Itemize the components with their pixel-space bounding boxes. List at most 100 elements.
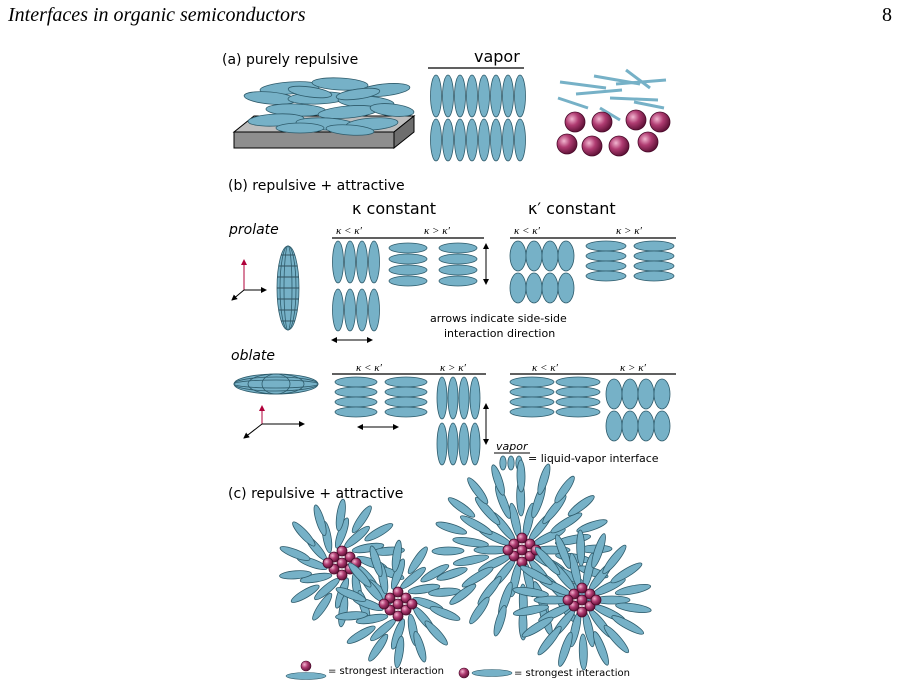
arrows-note-line2: interaction direction [444,327,555,340]
cluster-ellipse [431,546,465,556]
oblate-kc-less-ellipse [334,376,378,388]
cluster-ellipse [512,604,550,616]
cluster-ellipse [436,567,468,581]
cluster-sphere [576,606,588,618]
cluster-ellipse [491,464,505,496]
disordered-ellipse [311,77,369,91]
panel-a-disordered-ellipses [243,77,415,136]
cluster-ellipse [593,631,609,666]
cluster-sphere [576,582,588,594]
oblate-kc-greater-ellipse [447,422,459,466]
oblate-kpc-greater-ellipse [621,410,639,442]
smectic-ellipse [502,118,514,162]
prolate-kc-greater-ellipse [388,275,428,287]
prolate-kc-greater-ellipse [438,264,478,276]
cluster-ellipse [429,606,461,621]
disordered-ellipse [287,85,333,99]
smectic-ellipse [442,118,454,162]
cluster-ellipse [279,570,312,580]
prolate-kpc-greater-ellipse [633,270,675,282]
cluster-ellipse [449,583,477,605]
rod [575,88,623,96]
oblate-kpc-greater: κ > κ′ [620,362,646,374]
smectic-ellipse [514,74,526,118]
cluster-ellipse [364,523,394,542]
prolate-kpc-greater: κ > κ′ [616,225,642,237]
prolate-kc-less-ellipse [332,288,344,332]
cluster-ellipse [279,546,311,561]
panel-a-sphere [581,135,603,157]
oblate-kc-greater-ellipse [458,376,470,420]
cluster-ellipse [512,587,549,598]
smectic-ellipse [490,74,502,118]
oblate-meridian [247,373,305,395]
prolate-kc-less-ellipse [368,240,380,284]
prolate-kc-less-ellipse [344,240,356,284]
cluster-ellipse [346,625,376,644]
cluster-ellipse [420,564,450,583]
prolate-kpc-greater-ellipse [585,240,627,252]
running-title: Interfaces in organic semiconductors [8,4,306,26]
panel-b-ellipse-arrangements [332,240,675,466]
prolate-kpc-less-ellipse [525,272,543,304]
cluster-ellipse [407,583,441,595]
cluster-ellipse [567,495,595,517]
oblate-kpc-less-ellipse [555,396,601,408]
prolate-kpc-greater-ellipse [633,240,675,252]
prolate-kc-less-ellipse [356,240,368,284]
cluster-ellipse [578,633,588,671]
prolate-kc-greater-ellipse [388,264,428,276]
prolate-kpc-less-ellipse [557,240,575,272]
panel-a-sphere [564,111,586,133]
cluster-ellipse [447,497,476,518]
oblate-kpc-less-ellipse [509,396,555,408]
cluster-ellipse [591,533,606,569]
legend-right-text: = strongest interaction [514,668,630,679]
oblate-kc-less-ellipse [384,396,428,408]
prolate-kc-greater: κ > κ′ [424,225,450,237]
smectic-ellipse [490,118,502,162]
legend-vapor-label: vapor [496,440,529,453]
prolate-kc-less-ellipse [356,288,368,332]
cluster-ellipse [537,463,551,496]
cluster-ellipse [313,504,327,537]
cluster-ellipse [493,604,507,637]
panel-a-sphere [625,109,647,131]
prolate-kc-less-ellipse [368,288,380,332]
prolate-kpc-greater-ellipse [585,250,627,262]
cluster-sphere [406,598,418,610]
oblate-kc-greater-ellipse [469,422,481,466]
oblate-kpc-greater-ellipse [605,378,623,410]
cluster-ellipse [576,529,586,567]
cluster-ellipse [407,546,428,575]
panel-a-sphere [637,131,659,153]
kappa-prime-constant-label: κ′ constant [528,199,616,218]
cluster-sphere [378,598,390,610]
oblate-kc-greater-ellipse [436,376,448,420]
cluster-ellipse [534,546,561,576]
cluster-ellipse [469,596,490,625]
cluster-sphere [322,557,334,569]
oblate-kpc-less-ellipse [509,406,555,418]
cluster-ellipse [614,584,652,596]
disordered-ellipse [369,103,415,117]
oblate-kpc-greater-ellipse [637,378,655,410]
panel-c-micelle-clusters [279,459,652,671]
panel-a-sphere [556,133,578,155]
cluster-ellipse [474,496,501,526]
prolate-kc-less-ellipse [332,240,344,284]
rod [633,100,665,110]
panel-a-sphere [649,111,671,133]
cluster-ellipse [355,613,389,625]
oblate-kc-less-ellipse [334,406,378,418]
smectic-ellipse [454,74,466,118]
oblate-kc-less: κ < κ′ [356,362,382,374]
legend-sphere-rod-icon [458,667,513,679]
cluster-ellipse [602,544,627,575]
prolate-kc-greater-ellipse [438,253,478,265]
cluster-ellipse [550,512,583,534]
disordered-ellipse [275,122,325,134]
cluster-ellipse [391,539,402,573]
cluster-ellipse [369,545,383,578]
kappa-constant-label: κ constant [352,199,436,218]
